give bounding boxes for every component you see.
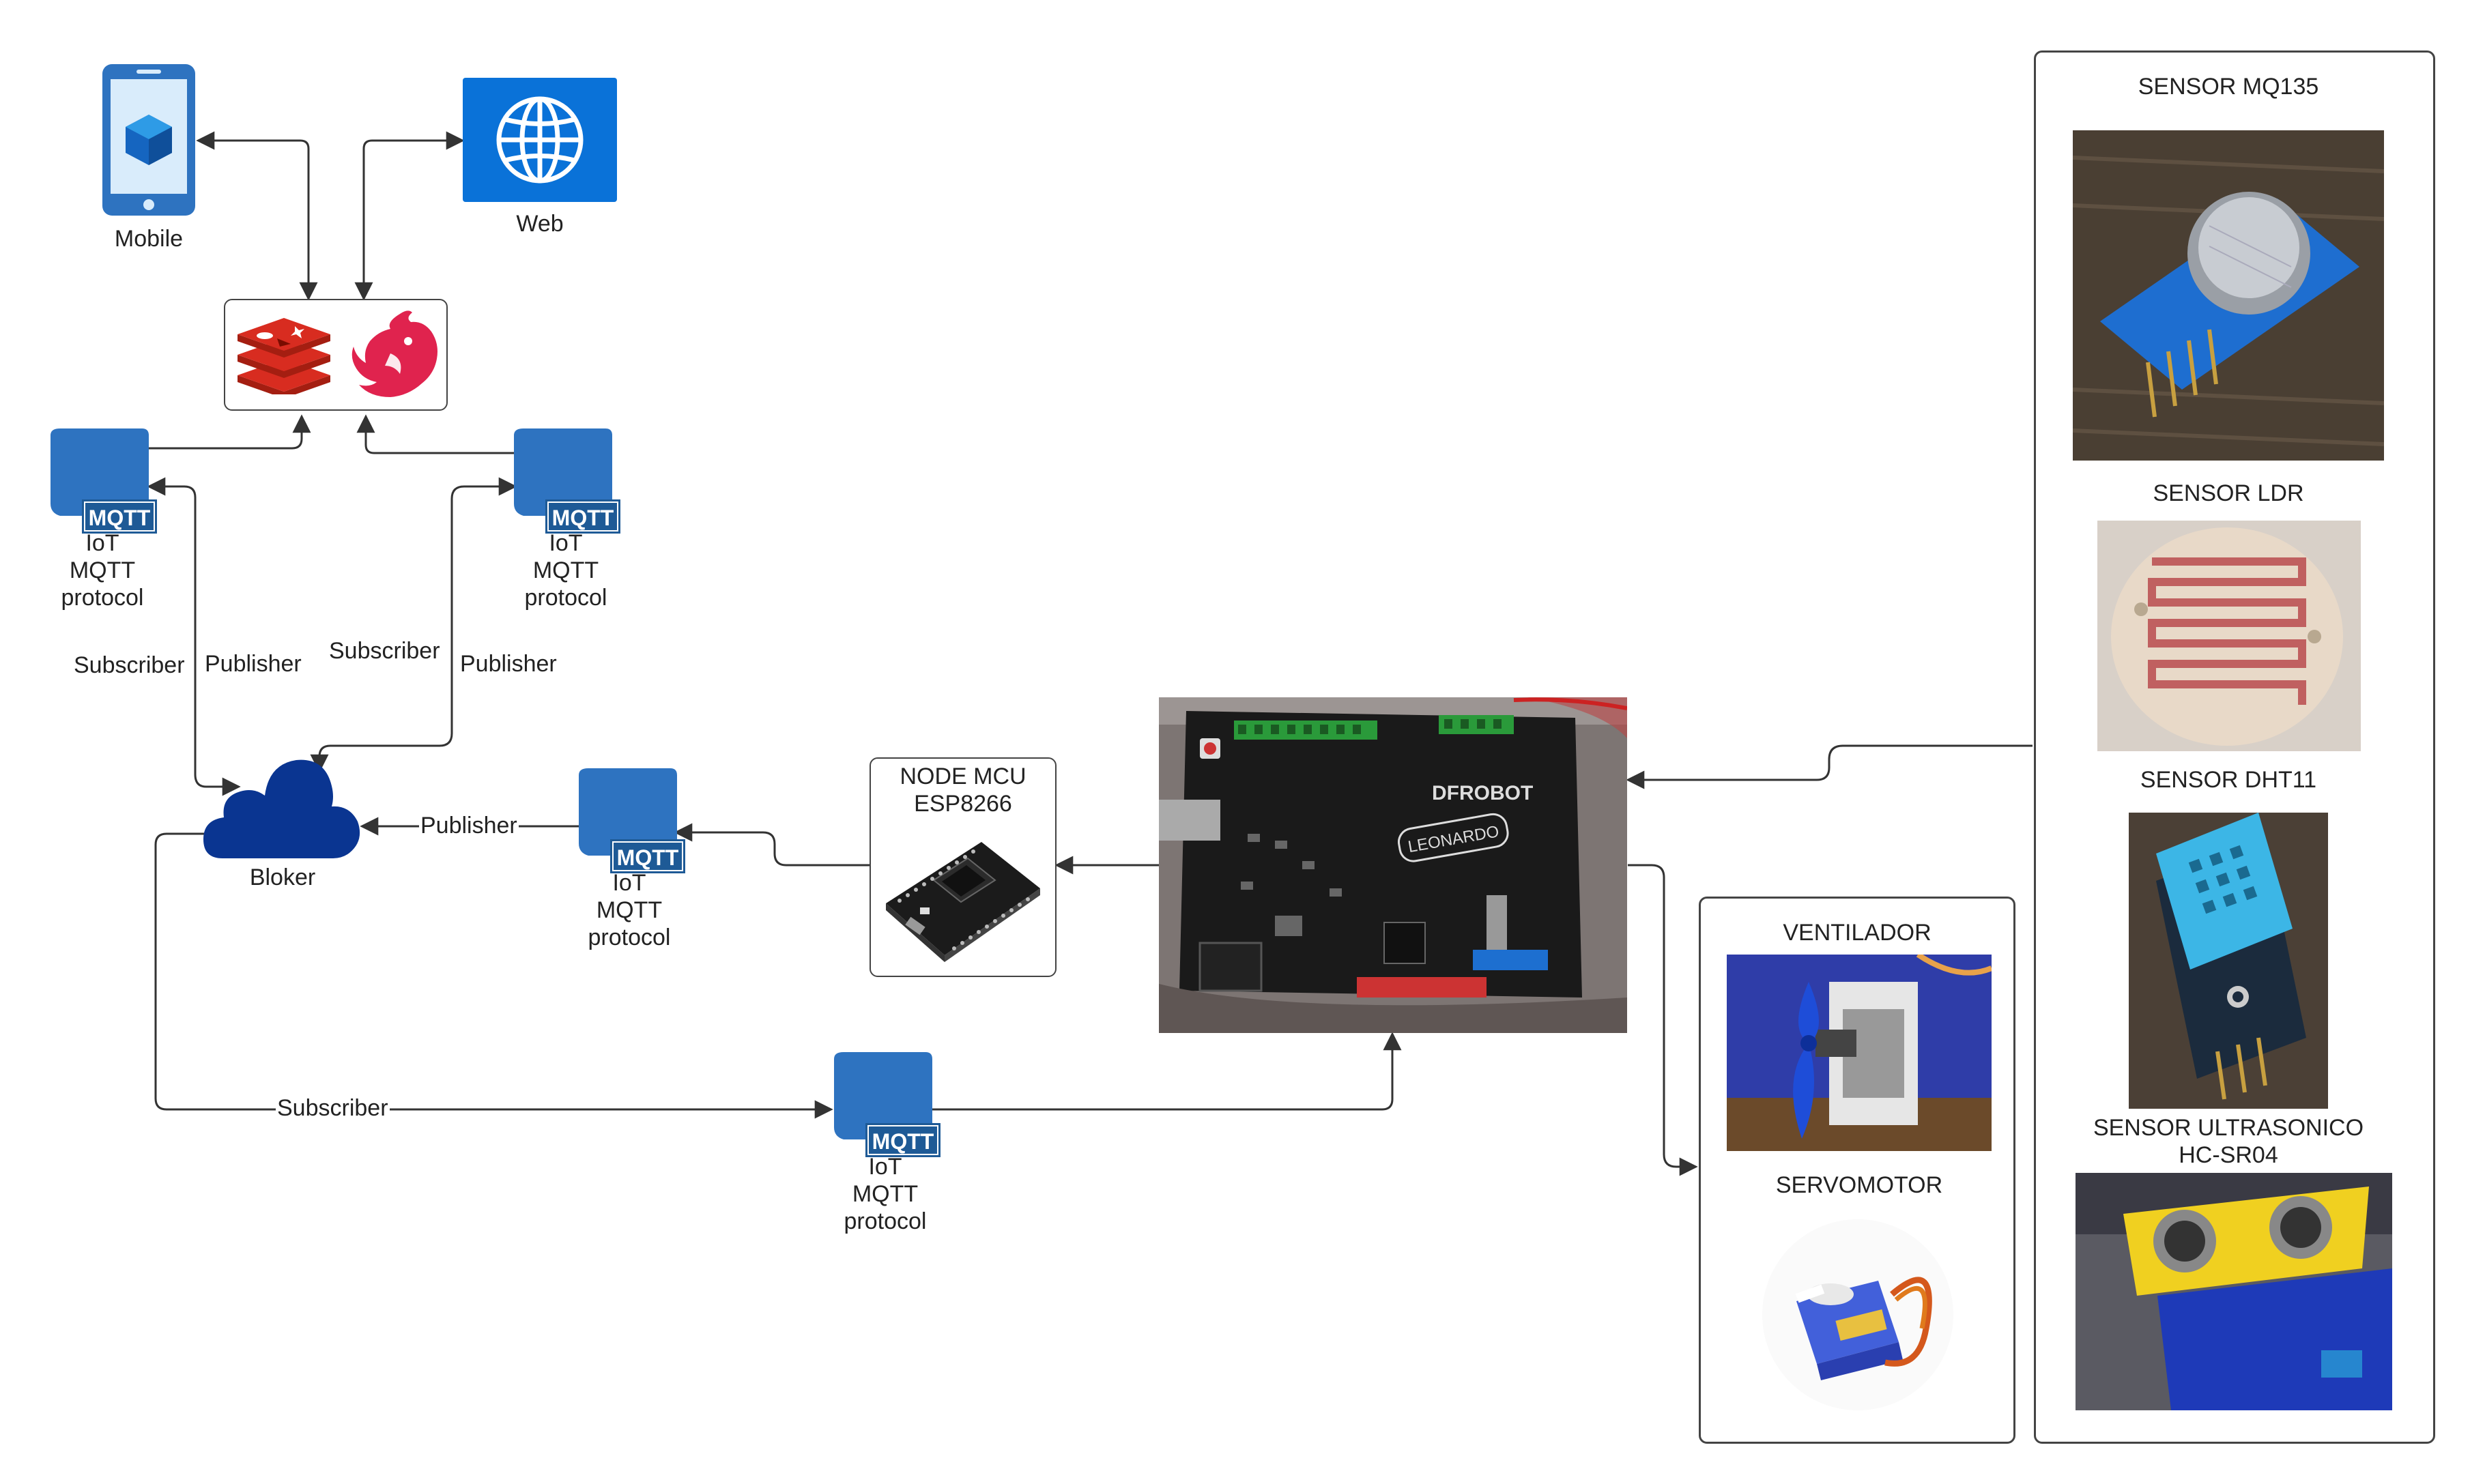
ventilador-photo (1727, 955, 1992, 1151)
sensor-label-ldr: SENSOR LDR (2153, 480, 2304, 506)
broker-cloud-icon (203, 759, 360, 858)
sensor-ultrasonico-photo (2076, 1173, 2392, 1410)
sensor-label-ultrasonico-line-1: SENSOR ULTRASONICO (2093, 1115, 2364, 1141)
arduino-brand-text: DFROBOT (1432, 782, 1533, 804)
mqtt-node-4-line-3: protocol (844, 1208, 927, 1234)
nodemcu-title-line-2: ESP8266 (914, 791, 1012, 817)
mqtt-node-3-line-1: IoT (612, 870, 646, 896)
sensor-label-mq135: SENSOR MQ135 (2138, 74, 2319, 100)
edge-label-publisher-broker: Publisher (419, 812, 519, 839)
mqtt-node-2-line-1: IoT (549, 530, 583, 556)
mqtt-node-2-icon: MQTT (514, 428, 620, 534)
edge-label-publisher-left: Publisher (205, 651, 302, 677)
actuator-label-servomotor: SERVOMOTOR (1775, 1172, 1943, 1198)
actuator-label-ventilador: VENTILADOR (1783, 920, 1932, 946)
broker-label: Bloker (249, 864, 316, 890)
edge-web-backend (354, 131, 465, 301)
mqtt-node-4-badge: MQTT (872, 1129, 934, 1154)
mqtt-node-4-label: IoT MQTT protocol (817, 1153, 953, 1235)
web-label: Web (516, 211, 564, 237)
arduino-leonardo-photo: DFROBOT LEONARDO (1159, 697, 1627, 1033)
edge-label-subscriber-bottom: Subscriber (276, 1094, 390, 1122)
sensor-label-ultrasonico-line-2: HC-SR04 (2179, 1142, 2278, 1168)
edge-broker-mqtt4 (154, 832, 833, 1119)
edge-mqtt2-broker (310, 477, 517, 773)
mobile-device-icon (102, 64, 195, 216)
web-globe-icon (463, 78, 617, 202)
sensor-ldr-photo (2097, 521, 2361, 751)
mqtt-node-3-label: IoT MQTT protocol (561, 869, 698, 951)
mqtt-node-3-badge: MQTT (617, 845, 679, 870)
mqtt-node-1-line-3: protocol (61, 585, 144, 611)
redis-icon (238, 318, 330, 394)
mqtt-node-1-badge: MQTT (89, 506, 151, 530)
edge-mqtt4-arduino (932, 1032, 1402, 1111)
nodemcu-box: NODE MCU ESP8266 (870, 757, 1057, 977)
edge-label-subscriber-right: Subscriber (329, 638, 440, 664)
servomotor-photo (1755, 1212, 1960, 1417)
mqtt-node-3-line-3: protocol (588, 925, 671, 950)
mqtt-node-2-line-3: protocol (524, 585, 607, 611)
mqtt-node-3-line-2: MQTT (596, 897, 663, 923)
edge-mqtt2-backend (356, 414, 515, 454)
mqtt-node-1-icon: MQTT (51, 428, 157, 534)
edge-mobile-backend (196, 131, 318, 301)
nodemcu-title-line-1: NODE MCU (900, 763, 1026, 789)
edge-arduino-actuators (1628, 864, 1698, 1176)
edge-label-subscriber-left: Subscriber (74, 652, 185, 678)
nodemcu-board-image (886, 842, 1040, 962)
mqtt-node-1-label: IoT MQTT protocol (34, 529, 171, 611)
nestjs-icon (351, 310, 437, 397)
mqtt-node-3-icon: MQTT (579, 768, 685, 873)
mqtt-node-2-line-2: MQTT (532, 557, 599, 583)
edge-mqtt1-broker (147, 477, 241, 796)
sensor-label-dht11: SENSOR DHT11 (2140, 767, 2317, 793)
actuators-box: VENTILADOR SERVOMOTOR (1699, 897, 2015, 1444)
mqtt-node-1-line-1: IoT (85, 530, 119, 556)
mqtt-node-4-icon: MQTT (834, 1052, 940, 1157)
sensor-dht11-photo (2129, 813, 2328, 1109)
edge-nodemcu-mqtt3 (674, 823, 870, 867)
mqtt-node-4-line-2: MQTT (852, 1181, 919, 1207)
sensor-mq135-photo (2073, 130, 2384, 461)
edge-sensors-arduino (1626, 744, 2033, 789)
mqtt-node-2-label: IoT MQTT protocol (498, 529, 634, 611)
mqtt-node-4-line-1: IoT (868, 1154, 902, 1180)
mqtt-node-2-badge: MQTT (552, 506, 614, 530)
mqtt-node-1-line-2: MQTT (69, 557, 136, 583)
edge-mqtt1-backend (149, 414, 311, 450)
mobile-label: Mobile (114, 226, 184, 252)
backend-box (224, 299, 448, 411)
edge-label-publisher-right: Publisher (460, 651, 557, 677)
sensors-box: SENSOR MQ135 SENSOR LDR (2034, 50, 2435, 1444)
